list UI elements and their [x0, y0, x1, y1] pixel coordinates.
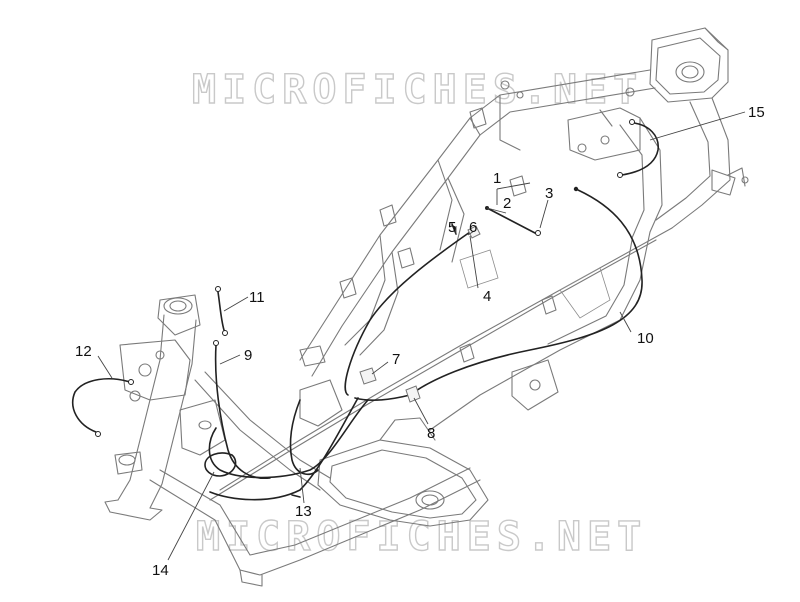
callout-labels: 1 2 3 4 5 6 7 8 9 10 11 12 13 14 15: [75, 104, 765, 579]
callout-14: 14: [152, 562, 169, 579]
callout-11: 11: [249, 289, 265, 306]
callout-7: 7: [392, 351, 400, 368]
callout-1: 1: [493, 170, 501, 187]
cable-set: [71, 119, 659, 501]
callout-12: 12: [75, 343, 92, 360]
callout-6: 6: [469, 219, 477, 236]
watermark-bottom: MICROFICHES.NET: [196, 514, 647, 560]
callout-10: 10: [637, 330, 654, 347]
watermark-top: MICROFICHES.NET: [192, 67, 643, 113]
callout-13: 13: [295, 503, 312, 520]
callout-15: 15: [748, 104, 765, 121]
callout-9: 9: [244, 347, 252, 364]
callout-3: 3: [545, 185, 553, 202]
callout-8: 8: [427, 425, 435, 442]
leader-lines: [97, 111, 746, 561]
callout-2: 2: [503, 195, 511, 212]
callout-4: 4: [483, 288, 491, 305]
callout-5: 5: [448, 219, 456, 236]
